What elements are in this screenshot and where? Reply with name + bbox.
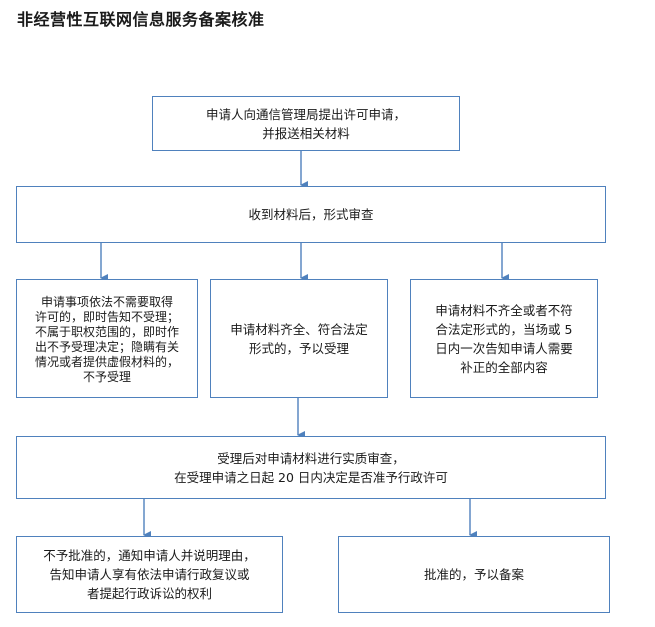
- box-text-line: 不予受理: [82, 369, 131, 384]
- box-text-line: 合法定形式的，当场或 5: [435, 321, 573, 337]
- substantive-review-box: 受理后对申请材料进行实质审查， 在受理申请之日起 20 日内决定是否准予行政许可: [16, 436, 606, 499]
- box-text-line: 出不予受理决定；隐瞒有关: [34, 339, 179, 354]
- box-text-line: 不予批准的，通知申请人并说明理由，: [43, 548, 256, 563]
- box-text-line: 许可的，即时告知不受理；: [34, 309, 179, 324]
- approve-box: 批准的，予以备案: [338, 536, 610, 613]
- box-text-line: 并报送相关材料: [262, 125, 350, 141]
- apply-box: 申请人向通信管理局提出许可申请， 并报送相关材料: [152, 96, 460, 151]
- box-text-line: 不属于职权范围的，即时作: [34, 324, 179, 339]
- box-text-line: 者提起行政诉讼的权利: [86, 586, 212, 601]
- box-text-line: 申请材料不齐全或者不符: [435, 302, 573, 318]
- page-title: 非经营性互联网信息服务备案核准: [17, 10, 265, 29]
- deny-box: 不予批准的，通知申请人并说明理由， 告知申请人享有依法申请行政复议或者提起行政诉讼…: [16, 536, 283, 613]
- box-text-line: 申请事项依法不需要取得: [40, 294, 173, 309]
- reject-initial-box: 申请事项依法不需要取得许可的，即时告知不受理；不属于职权范围的，即时作出不予受理…: [16, 279, 198, 398]
- incomplete-box: 申请材料不齐全或者不符合法定形式的，当场或 5 日内一次告知申请人需要补正的全部内…: [410, 279, 598, 398]
- box-text-line: 补正的全部内容: [460, 359, 548, 375]
- box-text-line: 日内一次告知申请人需要: [435, 340, 573, 356]
- box-text-line: 在受理申请之日起 20 日内决定是否准予行政许可: [174, 469, 448, 485]
- accept-box: 申请材料齐全、符合法定形式的，予以受理: [210, 279, 388, 398]
- box-text-line: 申请材料齐全、符合法定: [230, 321, 368, 337]
- box-text-line: 批准的，予以备案: [423, 567, 524, 582]
- box-text-line: 告知申请人享有依法申请行政复议或: [49, 567, 250, 582]
- formal-review-box: 收到材料后，形式审查: [16, 186, 606, 243]
- box-text-line: 情况或者提供虚假材料的，: [34, 354, 179, 369]
- box-text-line: 形式的，予以受理: [248, 340, 349, 356]
- box-text-line: 收到材料后，形式审查: [248, 207, 374, 222]
- box-text-line: 申请人向通信管理局提出许可申请，: [205, 106, 406, 122]
- box-text-line: 受理后对申请材料进行实质审查，: [217, 450, 405, 466]
